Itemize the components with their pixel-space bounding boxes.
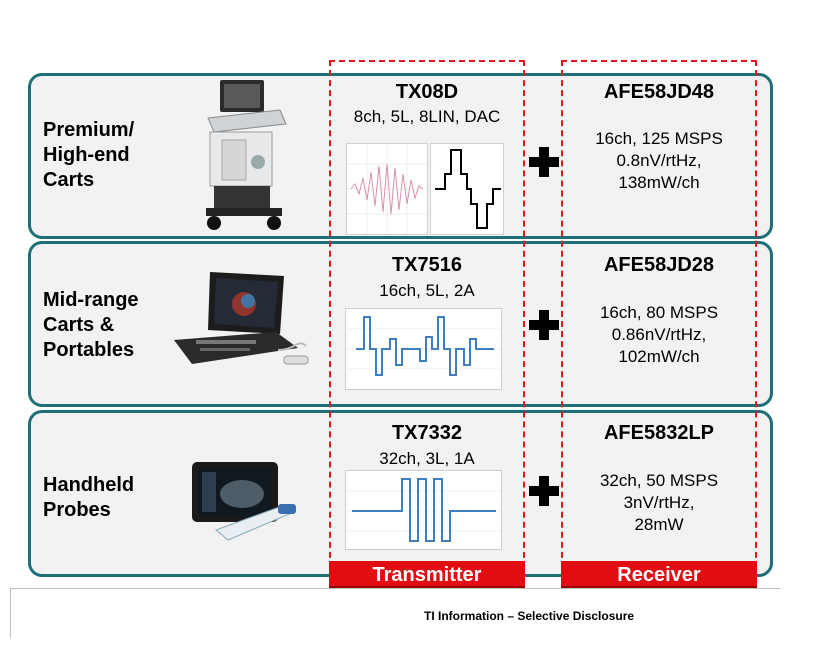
- footer-divider: [10, 588, 780, 589]
- tx08d-multilevel-waveform-plot: [430, 143, 504, 235]
- plus-icon: [529, 476, 559, 506]
- tx7516-waveform-plot: [345, 308, 502, 390]
- tx-spec-3: 32ch, 3L, 1A: [379, 449, 475, 468]
- rx-spec-3: 32ch, 50 MSPS 3nV/rtHz, 28mW: [599, 471, 719, 534]
- laptop-ultrasound-image: [174, 272, 309, 365]
- segment-label-midrange: Mid-range Carts & Portables: [43, 289, 139, 361]
- segment-label-handheld: Handheld Probes: [43, 474, 135, 521]
- rx-spec-2: 16ch, 80 MSPS 0.86nV/rtHz, 102mW/ch: [599, 303, 719, 366]
- rx-part-2: AFE58JD28: [603, 254, 715, 276]
- tx-spec-1: 8ch, 5L, 8LIN, DAC: [353, 107, 501, 126]
- tx-part-1: TX08D: [395, 81, 459, 103]
- rx-spec-1: 16ch, 125 MSPS 0.8nV/rtHz, 138mW/ch: [595, 129, 723, 192]
- tx7332-waveform-plot: [345, 470, 502, 550]
- plus-icon: [529, 310, 559, 340]
- tx08d-linear-waveform-plot: [346, 143, 428, 235]
- rx-part-3: AFE5832LP: [603, 422, 715, 444]
- footer-disclosure: TI Information – Selective Disclosure: [424, 609, 635, 623]
- premium-cart-ultrasound-image: [206, 80, 287, 230]
- tx-part-2: TX7516: [391, 254, 463, 276]
- plus-icon: [529, 147, 559, 177]
- footer-divider-vertical: [10, 588, 11, 638]
- tablet-probe-ultrasound-image: [192, 462, 296, 541]
- tx-spec-2: 16ch, 5L, 2A: [379, 281, 475, 300]
- tx-part-3: TX7332: [391, 422, 463, 444]
- receiver-banner: Receiver: [561, 561, 757, 589]
- segment-label-premium: Premium/ High-end Carts: [43, 119, 135, 191]
- transmitter-banner: Transmitter: [329, 561, 525, 589]
- rx-part-1: AFE58JD48: [603, 81, 715, 103]
